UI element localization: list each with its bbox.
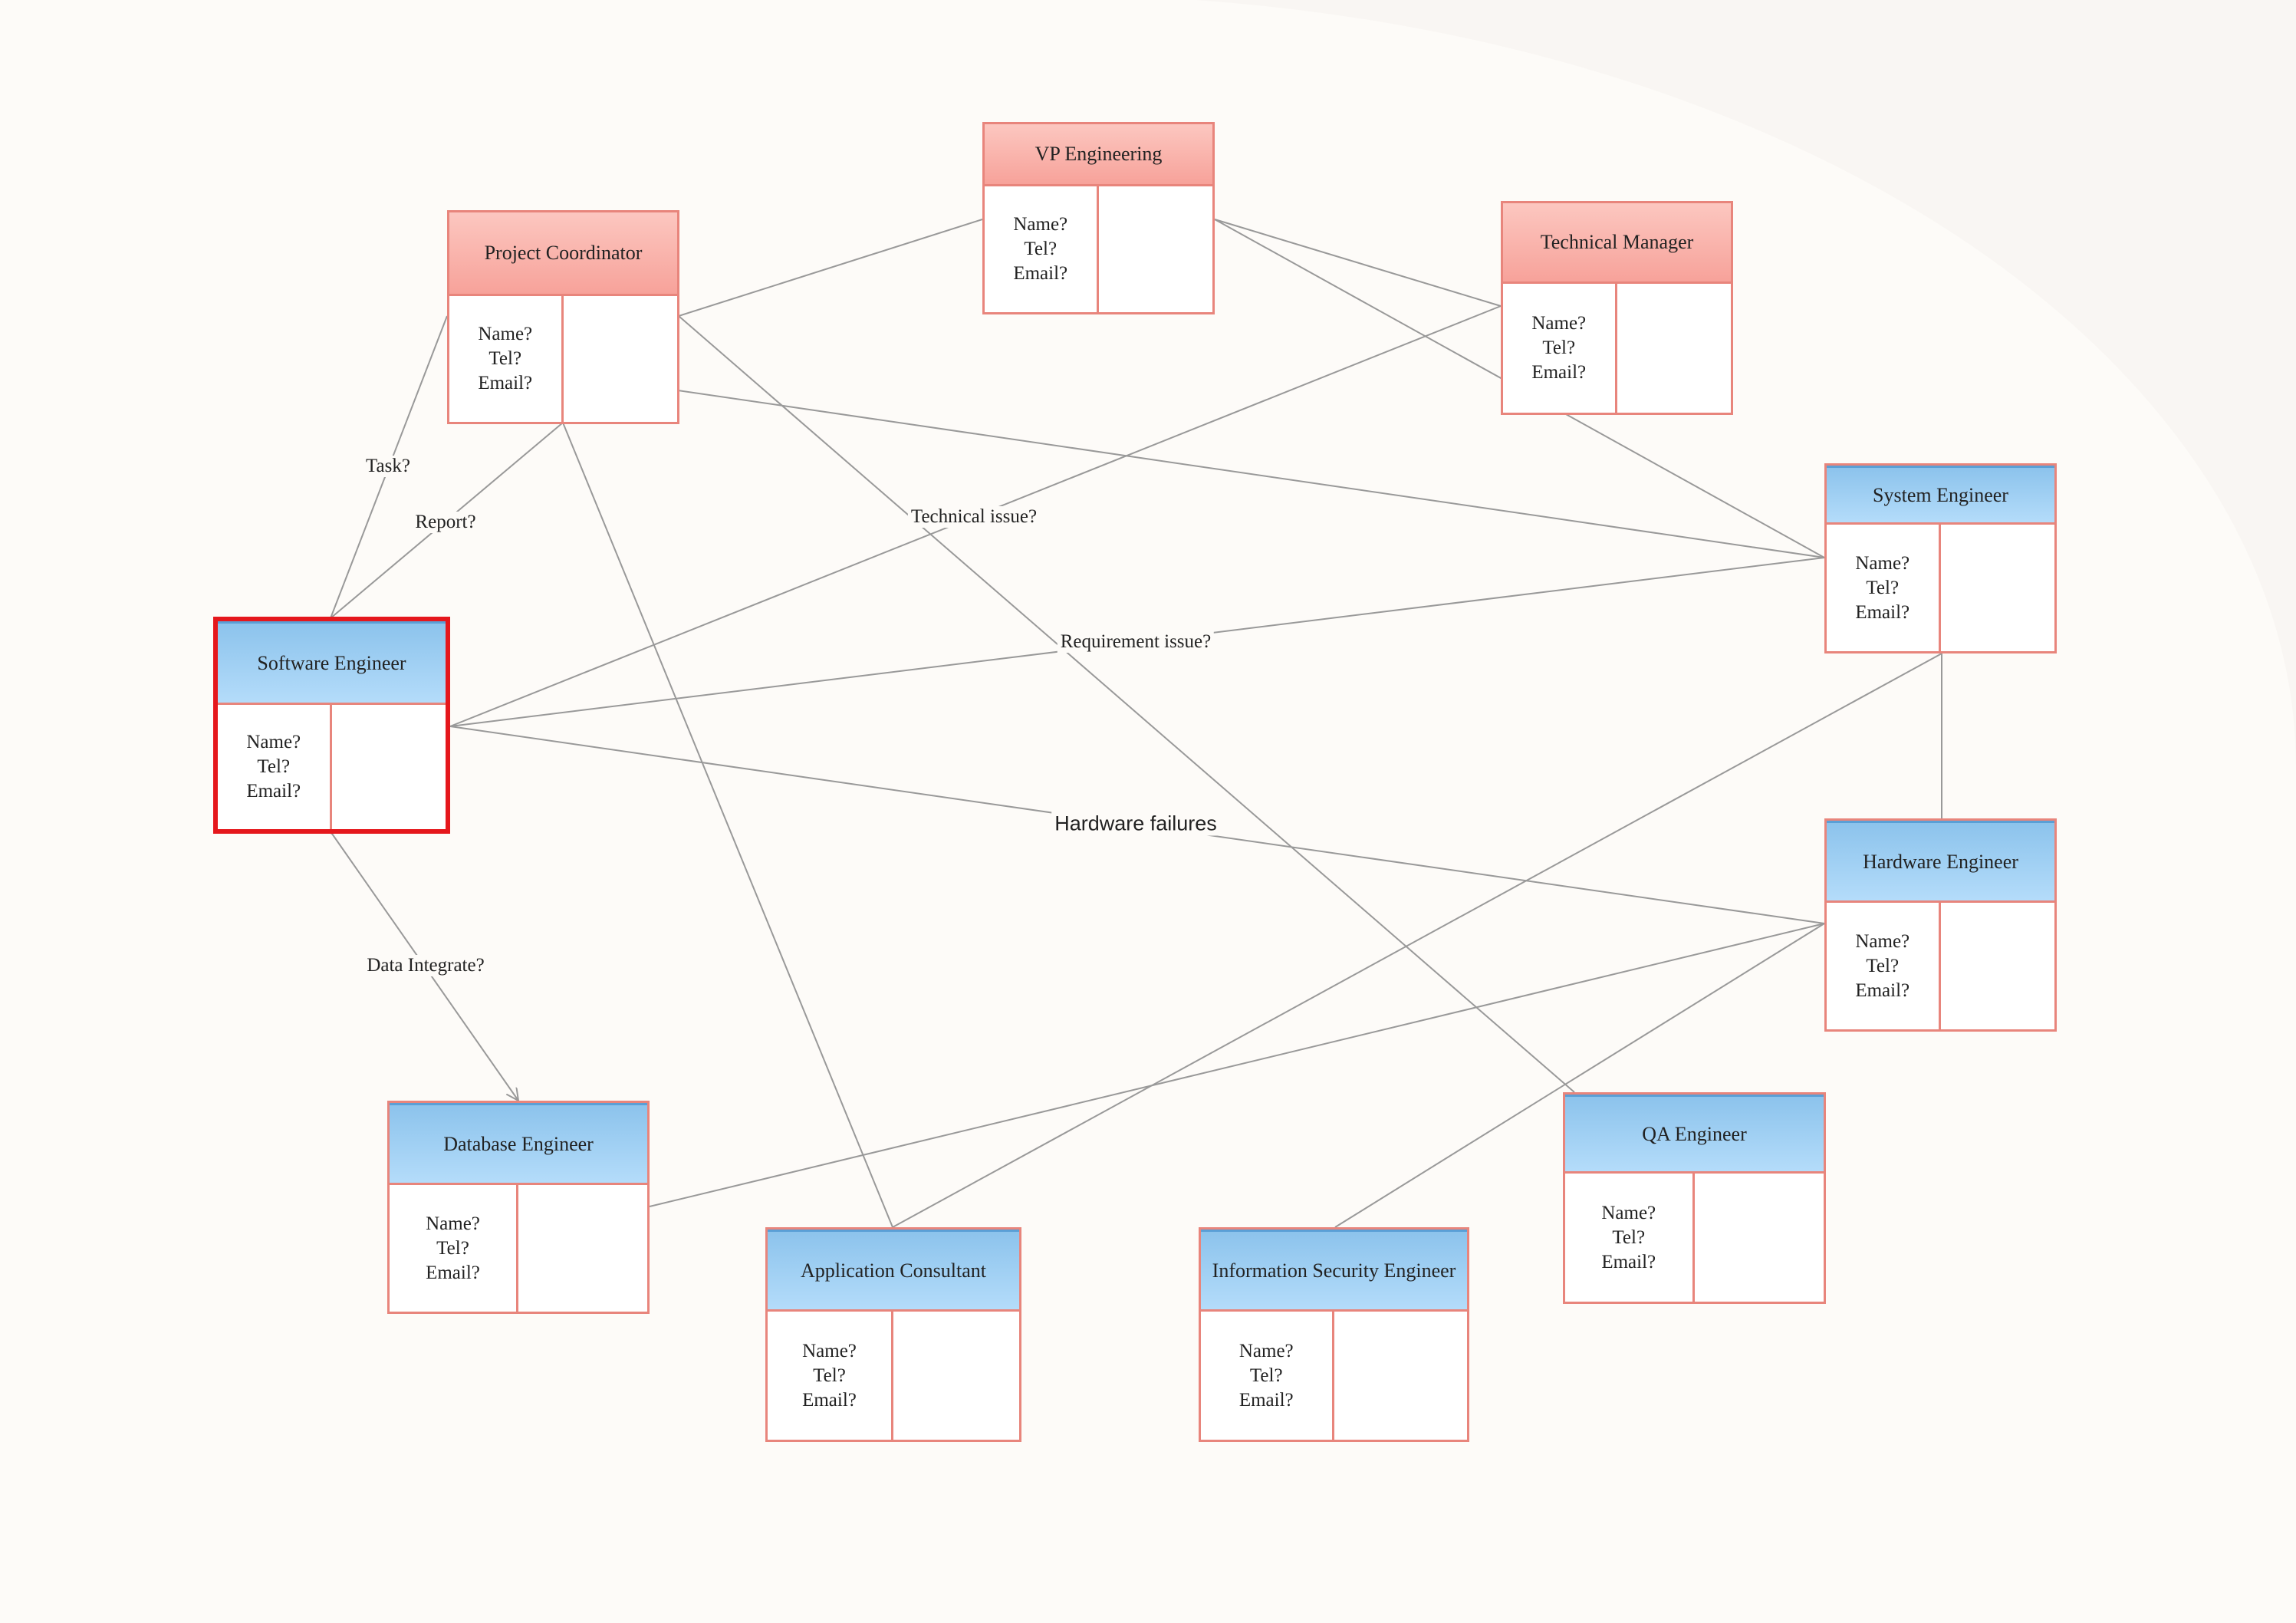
contact-info: Name? Tel? Email? <box>1565 1174 1695 1302</box>
name-field[interactable]: Name? <box>802 1340 857 1361</box>
edge-label-report: Report? <box>412 512 479 533</box>
node-title: Database Engineer <box>390 1103 647 1185</box>
edge-label-data-integrate: Data Integrate? <box>363 955 488 976</box>
email-field[interactable]: Email? <box>1013 263 1068 284</box>
tel-field[interactable]: Tel? <box>1612 1226 1646 1248</box>
node-hardware-engineer[interactable]: Hardware Engineer Name? Tel? Email? <box>1824 818 2057 1032</box>
contact-info: Name? Tel? Email? <box>1827 903 1941 1029</box>
email-field[interactable]: Email? <box>802 1389 857 1411</box>
tel-field[interactable]: Tel? <box>436 1237 469 1259</box>
tel-field[interactable]: Tel? <box>1024 239 1058 259</box>
node-title: Information Security Engineer <box>1201 1230 1467 1312</box>
email-field[interactable]: Email? <box>1855 601 1910 623</box>
email-field[interactable]: Email? <box>426 1262 480 1283</box>
edge-label-task: Task? <box>363 456 413 477</box>
edge-sys-ac[interactable] <box>892 653 1942 1228</box>
contact-info: Name? Tel? Email? <box>768 1312 893 1440</box>
node-title: Hardware Engineer <box>1827 821 2054 903</box>
name-field[interactable]: Name? <box>1855 552 1910 574</box>
name-field[interactable]: Name? <box>1855 930 1910 952</box>
email-field[interactable]: Email? <box>246 781 301 802</box>
node-database-engineer[interactable]: Database Engineer Name? Tel? Email? <box>387 1101 650 1314</box>
name-field[interactable]: Name? <box>1601 1202 1656 1223</box>
name-field[interactable]: Name? <box>1531 313 1587 334</box>
tel-field[interactable]: Tel? <box>257 756 291 777</box>
contact-info: Name? Tel? Email? <box>218 705 332 829</box>
node-application-consultant[interactable]: Application Consultant Name? Tel? Email? <box>765 1227 1021 1442</box>
edge-pc-sys[interactable] <box>672 389 1825 558</box>
edge-label-requirement-issue: Requirement issue? <box>1057 631 1215 653</box>
edge-pc-ac[interactable] <box>562 422 893 1228</box>
edge-hw-db[interactable] <box>649 923 1825 1207</box>
edge-hw-is[interactable] <box>1334 923 1825 1228</box>
node-title: Technical Manager <box>1503 203 1731 284</box>
node-information-security-engineer[interactable]: Information Security Engineer Name? Tel?… <box>1199 1227 1469 1442</box>
contact-info: Name? Tel? Email? <box>449 296 564 422</box>
tel-field[interactable]: Tel? <box>1249 1365 1283 1386</box>
edge-pc-qa[interactable] <box>678 315 1575 1093</box>
name-field[interactable]: Name? <box>1013 214 1068 235</box>
edge-vp-tm[interactable] <box>1214 219 1502 307</box>
node-technical-manager[interactable]: Technical Manager Name? Tel? Email? <box>1501 201 1733 415</box>
node-software-engineer[interactable]: Software Engineer Name? Tel? Email? <box>213 617 450 834</box>
node-title: Project Coordinator <box>449 212 677 296</box>
node-system-engineer[interactable]: System Engineer Name? Tel? Email? <box>1824 463 2057 653</box>
email-field[interactable]: Email? <box>1238 1389 1294 1411</box>
tel-field[interactable]: Tel? <box>1866 577 1900 598</box>
node-title: VP Engineering <box>985 124 1212 186</box>
contact-info: Name? Tel? Email? <box>985 186 1099 312</box>
node-title: Software Engineer <box>218 621 446 705</box>
node-qa-engineer[interactable]: QA Engineer Name? Tel? Email? <box>1563 1092 1826 1304</box>
name-field[interactable]: Name? <box>426 1213 480 1234</box>
contact-info: Name? Tel? Email? <box>390 1185 518 1312</box>
email-field[interactable]: Email? <box>1531 362 1587 383</box>
name-field[interactable]: Name? <box>478 324 533 344</box>
node-title: Application Consultant <box>768 1230 1019 1312</box>
contact-info: Name? Tel? Email? <box>1503 284 1617 413</box>
email-field[interactable]: Email? <box>1855 979 1910 1001</box>
node-title: System Engineer <box>1827 466 2054 525</box>
email-field[interactable]: Email? <box>478 373 533 393</box>
contact-info: Name? Tel? Email? <box>1201 1312 1334 1440</box>
email-field[interactable]: Email? <box>1601 1251 1656 1272</box>
contact-info: Name? Tel? Email? <box>1827 525 1941 651</box>
node-project-coordinator[interactable]: Project Coordinator Name? Tel? Email? <box>447 210 679 424</box>
edge-label-technical-issue: Technical issue? <box>907 506 1041 528</box>
edge-pc-vp[interactable] <box>678 219 983 317</box>
tel-field[interactable]: Tel? <box>813 1365 846 1386</box>
name-field[interactable]: Name? <box>1238 1340 1294 1361</box>
edge-label-hardware-failures: Hardware failures <box>1051 812 1220 836</box>
tel-field[interactable]: Tel? <box>488 348 522 369</box>
node-vp-engineering[interactable]: VP Engineering Name? Tel? Email? <box>982 122 1215 314</box>
tel-field[interactable]: Tel? <box>1866 955 1900 976</box>
name-field[interactable]: Name? <box>246 732 301 752</box>
tel-field[interactable]: Tel? <box>1542 337 1576 358</box>
node-title: QA Engineer <box>1565 1095 1824 1174</box>
